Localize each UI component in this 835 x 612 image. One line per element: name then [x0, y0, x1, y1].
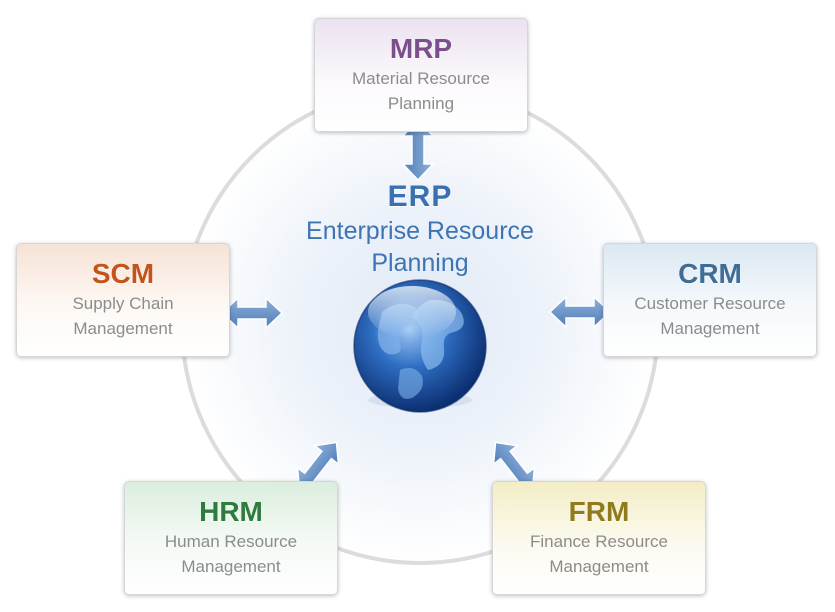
scm-abbr: SCM — [91, 258, 155, 289]
crm-line2: Management — [660, 319, 760, 338]
erp-full-line2: Planning — [371, 249, 469, 277]
module-mrp: MRP Material Resource Planning — [314, 18, 528, 132]
mrp-abbr: MRP — [389, 33, 453, 64]
frm-line1: Finance Resource — [530, 532, 668, 551]
hrm-abbr: HRM — [199, 496, 263, 527]
frm-line2: Management — [549, 557, 649, 576]
scm-line1: Supply Chain — [72, 294, 174, 313]
erp-full-line1: Enterprise Resource — [306, 217, 534, 245]
erp-center-label: ERP Enterprise Resource Planning — [250, 180, 590, 278]
crm-line1: Customer Resource — [634, 294, 786, 313]
hrm-line1: Human Resource — [164, 532, 298, 551]
frm-abbr: FRM — [568, 496, 630, 527]
globe-icon — [353, 279, 487, 413]
mrp-line1: Material Resource — [352, 69, 490, 88]
erp-abbr: ERP — [387, 180, 453, 213]
module-crm: CRM Customer Resource Management — [603, 243, 817, 357]
mrp-line2: Planning — [387, 94, 455, 113]
module-frm: FRM Finance Resource Management — [492, 481, 706, 595]
module-hrm: HRM Human Resource Management — [124, 481, 338, 595]
hrm-line2: Management — [181, 557, 281, 576]
module-scm: SCM Supply Chain Management — [16, 243, 230, 357]
crm-abbr: CRM — [678, 258, 742, 289]
scm-line2: Management — [73, 319, 173, 338]
